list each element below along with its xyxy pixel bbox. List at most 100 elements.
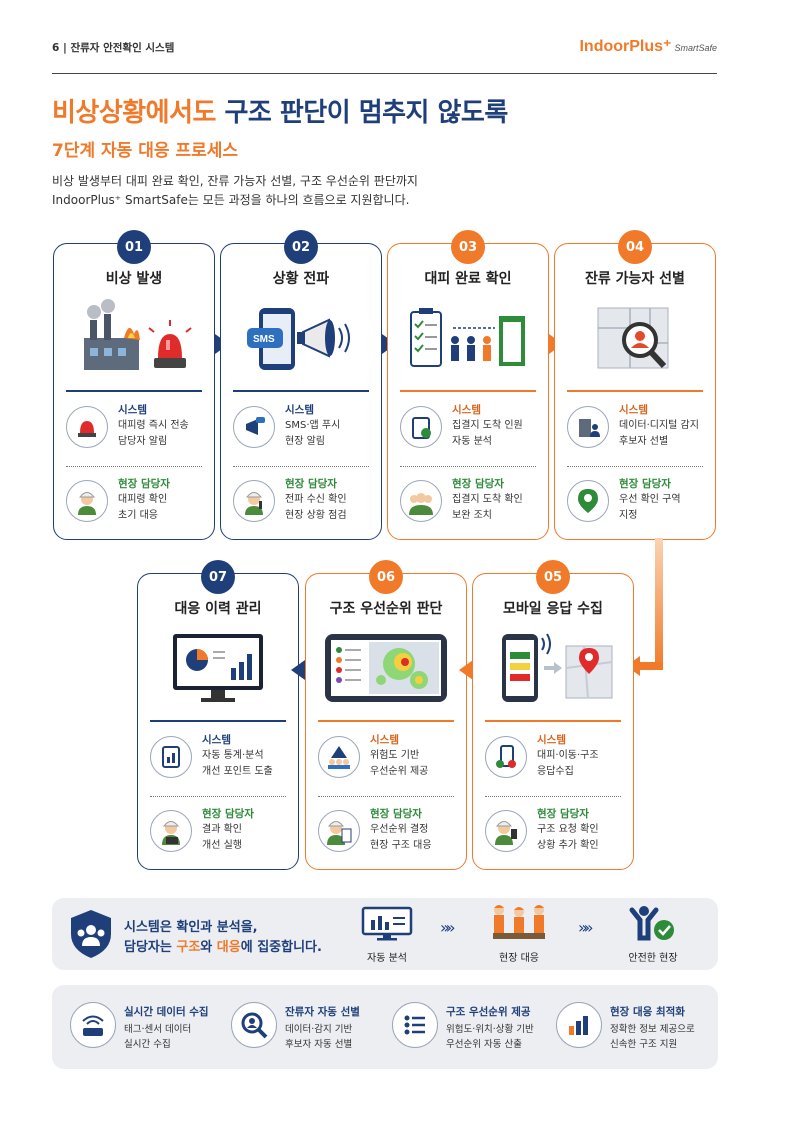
mobile-status-icon bbox=[485, 736, 527, 778]
description-line-1: 비상 발생부터 대피 완료 확인, 잔류 가능자 선별, 구조 우선순위 판단까… bbox=[52, 174, 418, 188]
step-number-badge: 05 bbox=[536, 560, 570, 594]
step-title: 대응 이력 관리 bbox=[174, 601, 262, 617]
step-title: 대피 완료 확인 bbox=[424, 271, 512, 287]
worker-laptop-icon bbox=[150, 810, 192, 852]
logo-sub: SmartSafe bbox=[674, 43, 717, 53]
feature-title: 구조 우선순위 제공 bbox=[446, 1006, 531, 1018]
summary-text: 시스템은 확인과 분석을, 담당자는 구조와 대응에 집중합니다. bbox=[124, 918, 322, 958]
step-number-badge: 02 bbox=[284, 230, 318, 264]
logo-main: IndoorPlus⁺ bbox=[579, 38, 672, 55]
factory-fire-illustration bbox=[64, 294, 204, 382]
operator-label: 현장 담당자 bbox=[452, 478, 504, 490]
operator-label: 현장 담당자 bbox=[202, 808, 254, 820]
feature-title: 현장 대응 최적화 bbox=[610, 1006, 685, 1018]
feature-title: 실시간 데이터 수집 bbox=[124, 1006, 209, 1018]
rescue-team-icon bbox=[493, 905, 545, 939]
description: 비상 발생부터 대피 완료 확인, 잔류 가능자 선별, 구조 우선순위 판단까… bbox=[52, 172, 418, 210]
safe-person-check-icon bbox=[629, 906, 674, 941]
priority-list-icon bbox=[392, 1002, 438, 1048]
dotted-divider bbox=[400, 466, 536, 467]
sms-megaphone-illustration: SMS bbox=[231, 294, 371, 382]
sms-bubble-text: SMS bbox=[253, 334, 275, 345]
worker-icon bbox=[66, 480, 108, 522]
dotted-divider bbox=[150, 796, 286, 797]
header-divider bbox=[52, 73, 717, 74]
operator-label: 현장 담당자 bbox=[537, 808, 589, 820]
map-pin-icon bbox=[567, 480, 609, 522]
page-header-label: 6 | 잔류자 안전확인 시스템 bbox=[52, 42, 175, 54]
description-line-2: IndoorPlus⁺ SmartSafe는 모든 과정을 하나의 흐름으로 지… bbox=[52, 193, 410, 207]
step-title: 모바일 응답 수집 bbox=[503, 601, 603, 617]
worker-checklist-icon bbox=[318, 810, 360, 852]
card-divider bbox=[567, 390, 703, 392]
dotted-divider bbox=[233, 466, 369, 467]
chevron-right-icon: »» bbox=[440, 918, 455, 937]
card-divider bbox=[150, 720, 286, 722]
worker-phone-icon bbox=[485, 810, 527, 852]
operator-label: 현장 담당자 bbox=[285, 478, 337, 490]
siren-icon bbox=[66, 406, 108, 448]
report-chart-icon bbox=[150, 736, 192, 778]
mobile-response-illustration bbox=[483, 624, 623, 712]
floorplan-search-illustration bbox=[565, 294, 705, 382]
dotted-divider bbox=[318, 796, 454, 797]
flow-arrow-left bbox=[291, 660, 305, 680]
feature-title: 잔류자 자동 선별 bbox=[285, 1006, 360, 1018]
system-label: 시스템 bbox=[285, 404, 314, 416]
dotted-divider bbox=[567, 466, 703, 467]
system-label: 시스템 bbox=[370, 734, 399, 746]
worker-radio-icon bbox=[233, 480, 275, 522]
title-part-blue: 구조 판단이 멈추지 않도록 bbox=[224, 98, 509, 128]
chevron-right-icon: »» bbox=[578, 918, 593, 937]
title-part-orange: 비상상황에서도 bbox=[52, 98, 225, 128]
summary-line-1: 시스템은 확인과 분석을, bbox=[124, 920, 258, 935]
analysis-monitor-icon bbox=[361, 906, 413, 941]
megaphone-icon bbox=[233, 406, 275, 448]
operator-label: 현장 담당자 bbox=[370, 808, 422, 820]
dashboard-monitor-illustration bbox=[148, 624, 288, 712]
system-label: 시스템 bbox=[619, 404, 648, 416]
card-divider bbox=[400, 390, 536, 392]
summary-line-2: 담당자는 구조와 대응에 집중합니다. bbox=[124, 940, 322, 955]
page-subtitle: 7단계 자동 대응 프로세스 bbox=[52, 141, 238, 161]
step-number-badge: 04 bbox=[618, 230, 652, 264]
system-label: 시스템 bbox=[452, 404, 481, 416]
card-divider bbox=[318, 720, 454, 722]
building-person-icon bbox=[567, 406, 609, 448]
bar-chart-icon bbox=[556, 1002, 602, 1048]
step-number-badge: 01 bbox=[117, 230, 151, 264]
evacuation-checklist-illustration bbox=[398, 294, 538, 382]
card-divider bbox=[485, 720, 621, 722]
operator-label: 현장 담당자 bbox=[118, 478, 170, 490]
step-title: 구조 우선순위 판단 bbox=[329, 601, 443, 617]
